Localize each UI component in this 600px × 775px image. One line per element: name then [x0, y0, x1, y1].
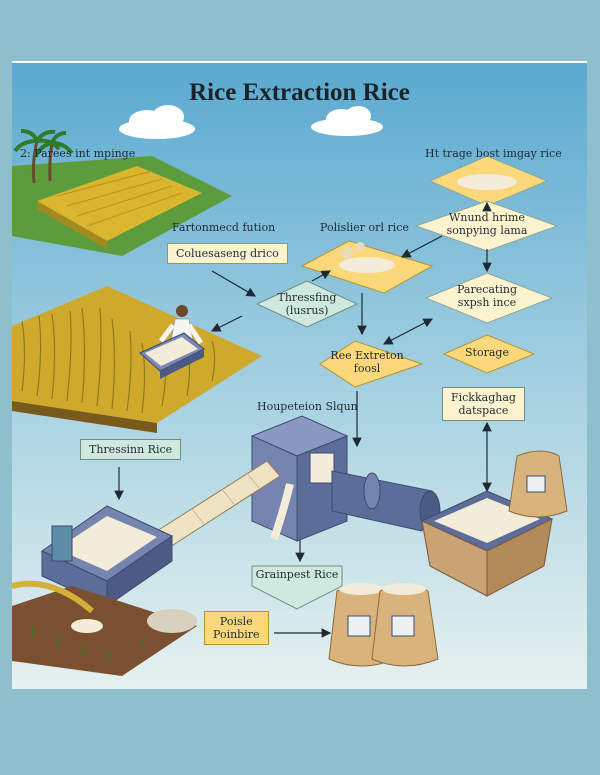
- box-colueaseng: Coluesaseng drico: [167, 243, 288, 264]
- threshing-bin: [40, 505, 174, 607]
- diagram-canvas: Rice Extraction Rice 2: Parees int mping…: [12, 61, 587, 689]
- box-thressinn: Thressinn Rice: [80, 439, 182, 460]
- box-grainpest: Grainpest Rice: [255, 568, 339, 581]
- soil-ground: [12, 580, 197, 676]
- label-top-right: Ht trage bost imgay rice: [425, 147, 562, 160]
- threshing-tray: [139, 332, 205, 379]
- rice-sack-right: [508, 450, 568, 518]
- cloud-left: [119, 105, 195, 139]
- processing-building: [250, 415, 349, 542]
- box-thressfing: Thressfing(lusrus): [277, 291, 337, 317]
- label-fermented: Fartonmecd fution: [172, 221, 276, 234]
- diagram-illustration: [12, 61, 587, 689]
- box-storage: Storage: [465, 346, 509, 359]
- label-field: 2: Parees int mpinge: [20, 147, 136, 160]
- rice-heap-icon: [339, 242, 395, 273]
- rice-field-island: [12, 156, 232, 256]
- diagram-title: Rice Extraction Rice: [189, 79, 410, 106]
- rice-harvest-field: [12, 286, 262, 433]
- label-houpeteion: Houpeteion Slqun: [257, 400, 358, 413]
- palm-tree-icon: [13, 129, 74, 184]
- label-polisher: Polislier orl rice: [320, 221, 409, 234]
- rice-sacks-bottom: [328, 583, 439, 667]
- cloud-right: [311, 106, 383, 136]
